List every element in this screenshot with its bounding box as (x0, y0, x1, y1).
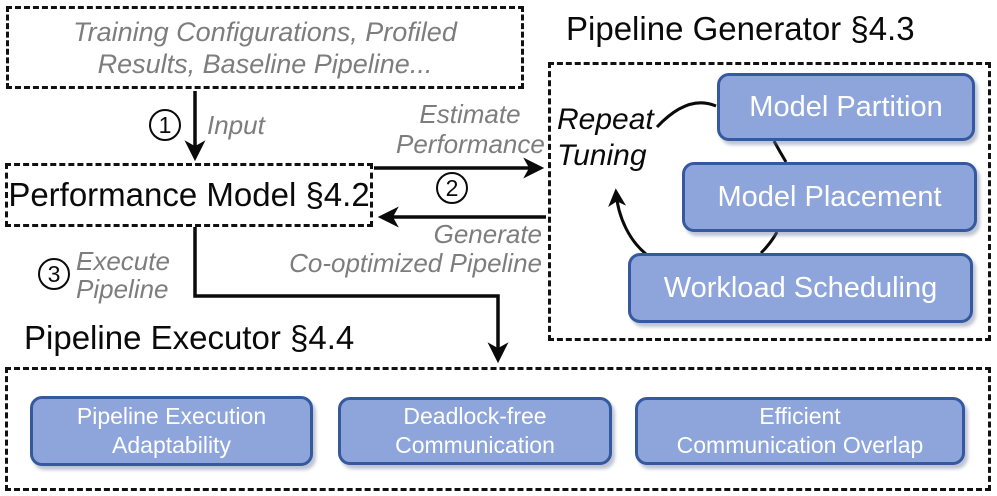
pipeline-execution-adaptability-label: Pipeline Execution Adaptability (76, 403, 267, 458)
model-partition-label: Model Partition (749, 90, 943, 123)
executor-title: Pipeline Executor §4.4 (24, 319, 355, 356)
generate-pipeline-label: Generate Co-optimized Pipeline (289, 219, 542, 278)
workload-scheduling-label: Workload Scheduling (663, 271, 938, 304)
repeat-tuning-label: Repeat Tuning (557, 103, 654, 172)
execute-pipeline-label: Execute Pipeline (76, 246, 170, 304)
model-partition-box: Model Partition (717, 73, 975, 141)
workload-scheduling-box: Workload Scheduling (628, 253, 973, 323)
pipeline-execution-adaptability-box: Pipeline Execution Adaptability (30, 396, 313, 466)
performance-model-label: Performance Model §4.2 (8, 176, 370, 213)
efficient-communication-overlap-box: Efficient Communication Overlap (635, 397, 965, 465)
model-placement-label: Model Placement (717, 180, 942, 213)
step3-badge: 3 (38, 258, 70, 290)
performance-model-box: Performance Model §4.2 (5, 163, 373, 227)
step1-badge: 1 (149, 109, 181, 141)
efficient-communication-overlap-label: Efficient Communication Overlap (676, 403, 924, 458)
estimate-performance-label: Estimate Performance (396, 99, 545, 159)
inputs-text: Training Configurations, Profiled Result… (73, 16, 457, 79)
deadlock-free-communication-label: Deadlock-free Communication (395, 403, 555, 458)
input-label: Input (207, 110, 265, 140)
step2-badge: 2 (436, 172, 468, 204)
inputs-box: Training Configurations, Profiled Result… (6, 6, 524, 89)
generator-title: Pipeline Generator §4.3 (566, 10, 915, 47)
deadlock-free-communication-box: Deadlock-free Communication (338, 397, 612, 465)
model-placement-box: Model Placement (682, 162, 977, 232)
